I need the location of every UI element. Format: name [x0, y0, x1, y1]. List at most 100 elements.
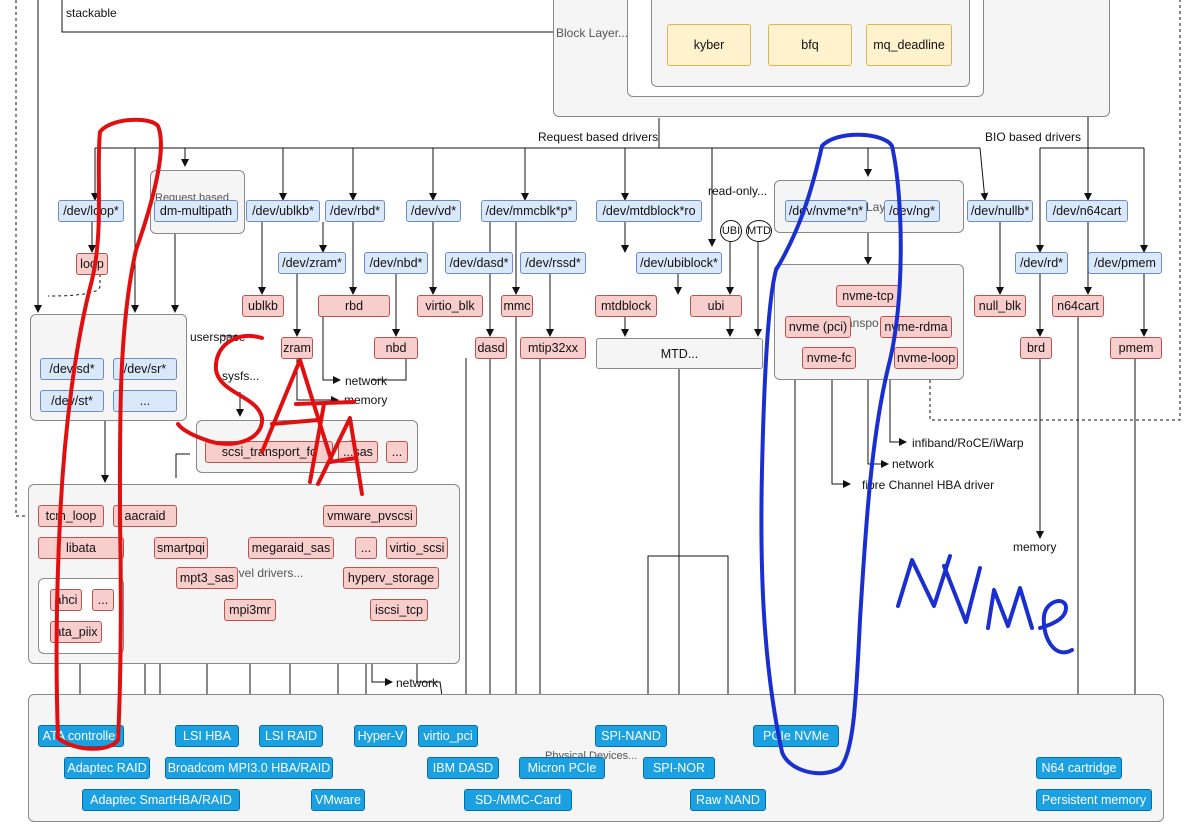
- scheduler-bfq: bfq: [768, 24, 852, 66]
- dev-rd-node: /dev/rd*: [1015, 252, 1068, 274]
- hw-micron-pcie: Micron PCIe: [519, 757, 605, 779]
- request-based-drivers-label: Request based drivers: [538, 130, 659, 144]
- megaraid-sas-driver: megaraid_sas: [248, 537, 334, 559]
- hw-lsi-raid: LSI RAID: [259, 725, 323, 747]
- memory-label-2: memory: [1013, 540, 1057, 554]
- network-label-2: network: [892, 457, 935, 471]
- scsi-lower-label: evel drivers...: [232, 566, 304, 580]
- hw-sd-mmc-card: SD-/MMC-Card: [464, 789, 572, 811]
- nvme-loop-driver: nvme-loop: [894, 347, 958, 369]
- ubi-driver: ubi: [690, 295, 742, 317]
- virtio-blk-driver: virtio_blk: [417, 295, 483, 317]
- null-blk-driver: null_blk: [974, 295, 1026, 317]
- ublkb-driver: ublkb: [242, 295, 284, 317]
- network-label-3: network: [396, 676, 439, 690]
- hw-adaptec-smarthba: Adaptec SmartHBA/RAID: [82, 789, 240, 811]
- hw-persistent-memory: Persistent memory: [1036, 789, 1152, 811]
- dev-n64cart-node: /dev/n64cart: [1046, 200, 1128, 222]
- hw-ata-controller: ATA controller: [38, 725, 124, 747]
- scsi-transport-sas-driver: ...sas: [338, 441, 378, 463]
- brd-driver: brd: [1020, 337, 1052, 359]
- dev-ublkb-node: /dev/ublkb*: [246, 200, 320, 222]
- nbd-driver: nbd: [374, 337, 418, 359]
- memory-label-1: memory: [344, 393, 388, 407]
- infiband-label: infiband/RoCE/iWarp: [912, 436, 1024, 450]
- nvme-tcp-driver: nvme-tcp: [836, 285, 900, 307]
- lower-more-driver: ...: [355, 537, 377, 559]
- hw-adaptec-raid: Adaptec RAID: [64, 757, 150, 779]
- fibre-channel-label: fibre Channel HBA driver: [862, 478, 995, 492]
- dev-nullb-node: /dev/nullb*: [967, 200, 1033, 222]
- dev-zram-node: /dev/zram*: [278, 252, 346, 274]
- mtdblock-driver: mtdblock: [595, 295, 657, 317]
- pmem-driver: pmem: [1110, 337, 1162, 359]
- dev-nvme-node: /dev/nvme*n*: [785, 200, 867, 222]
- n64cart-driver: n64cart: [1052, 295, 1104, 317]
- dev-vd-node: /dev/vd*: [406, 200, 461, 222]
- block-layer-label: Block Layer...: [556, 26, 629, 40]
- hw-vmware: VMware: [311, 789, 365, 811]
- dev-ubiblock-node: /dev/ubiblock*: [636, 252, 722, 274]
- bio-based-drivers-label: BIO based drivers: [985, 130, 1082, 144]
- smartpqi-driver: smartpqi: [154, 537, 208, 559]
- nvme-fc-driver: nvme-fc: [802, 347, 856, 369]
- dev-rssd-node: /dev/rssd*: [520, 252, 586, 274]
- stackable-label: stackable: [66, 6, 117, 20]
- vmware-pvscsi-driver: vmware_pvscsi: [323, 505, 417, 527]
- upper-more-node: ...: [113, 390, 177, 412]
- iscsi-tcp-driver: iscsi_tcp: [370, 599, 428, 621]
- dev-rbd-node: /dev/rbd*: [325, 200, 385, 222]
- ubi-circle: UBI: [720, 220, 742, 242]
- tcm-loop-driver: tcm_loop: [38, 505, 104, 527]
- ahci-driver: ahci: [50, 589, 82, 611]
- hyperv-storage-driver: hyperv_storage: [343, 567, 439, 589]
- hw-spi-nor: SPI-NOR: [643, 757, 715, 779]
- ata-piix-driver: ata_piix: [50, 621, 102, 643]
- nvme-host-label: Lay: [866, 200, 886, 214]
- scheduler-kyber: kyber: [667, 24, 751, 66]
- dev-sr-node: /dev/sr*: [113, 358, 177, 380]
- dev-ng-node: /dev/ng*: [884, 200, 940, 222]
- hw-broadcom: Broadcom MPI3.0 HBA/RAID: [165, 757, 333, 779]
- mpi3mr-driver: mpi3mr: [224, 599, 276, 621]
- hw-virtio-pci: virtio_pci: [418, 725, 478, 747]
- mtip32xx-driver: mtip32xx: [520, 337, 586, 359]
- ahci-more-driver: ...: [92, 589, 114, 611]
- hw-n64-cartridge: N64 cartridge: [1036, 757, 1122, 779]
- scheduler-mq-deadline: mq_deadline: [866, 24, 952, 66]
- hw-ibm-dasd: IBM DASD: [427, 757, 499, 779]
- dev-sd-node: /dev/sd*: [40, 358, 104, 380]
- nvme-rdma-driver: nvme-rdma: [880, 316, 952, 338]
- hw-raw-nand: Raw NAND: [690, 789, 766, 811]
- dev-mtdblock-node: /dev/mtdblock*ro: [596, 200, 702, 222]
- dasd-driver: dasd: [475, 337, 507, 359]
- rbd-driver: rbd: [318, 295, 390, 317]
- mtd-layer: MTD...: [596, 338, 763, 369]
- aacraid-driver: aacraid: [113, 505, 177, 527]
- dev-mmcblk-node: /dev/mmcblk*p*: [481, 200, 577, 222]
- dev-nbd-node: /dev/nbd*: [364, 252, 428, 274]
- mpt3-sas-driver: mpt3_sas: [176, 567, 238, 589]
- dev-dasd-node: /dev/dasd*: [445, 252, 513, 274]
- dev-st-node: /dev/st*: [40, 390, 104, 412]
- mtd-circle: MTD: [746, 220, 772, 242]
- mmc-driver: mmc: [501, 295, 533, 317]
- loop-driver: loop: [76, 253, 108, 275]
- network-label-1: network: [345, 374, 388, 388]
- dev-loop-node: /dev/loop*: [58, 200, 124, 222]
- scsi-transport-fc-driver: scsi_transport_fc: [205, 441, 333, 463]
- dev-pmem-node: /dev/pmem: [1088, 252, 1162, 274]
- virtio-scsi-driver: virtio_scsi: [386, 537, 448, 559]
- nvme-pci-driver: nvme (pci): [785, 316, 851, 338]
- transport-more-driver: ...: [386, 441, 408, 463]
- read-only-label: read-only...: [708, 184, 768, 198]
- dm-multipath-node: dm-multipath: [154, 200, 238, 222]
- hw-hyper-v: Hyper-V: [354, 725, 407, 747]
- hw-spi-nand: SPI-NAND: [595, 725, 667, 747]
- hw-lsi-hba: LSI HBA: [175, 725, 239, 747]
- libata-driver: libata: [38, 537, 124, 559]
- zram-driver: zram: [281, 337, 313, 359]
- hw-pcie-nvme: PCIe NVMe: [753, 725, 839, 747]
- sysfs-label: sysfs...: [222, 369, 260, 383]
